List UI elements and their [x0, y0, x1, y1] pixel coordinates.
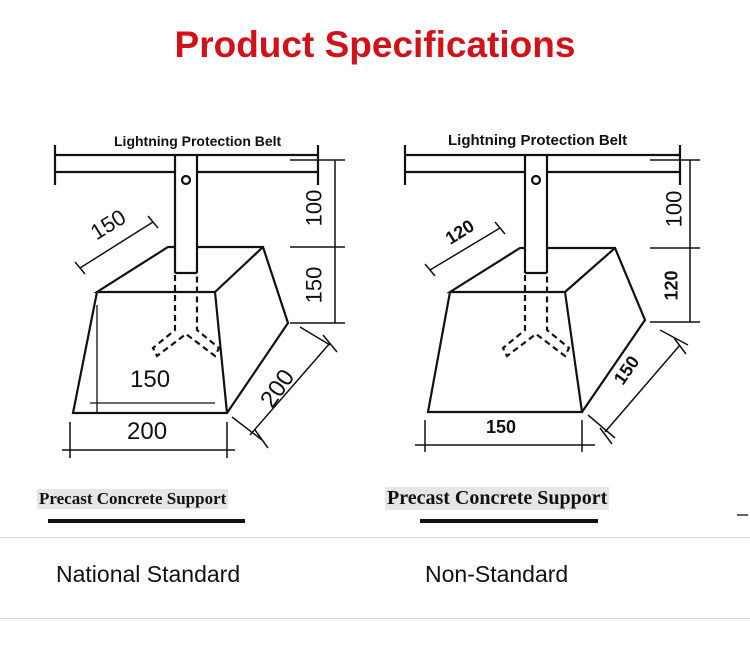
dim-bottom-width: 150 — [486, 417, 517, 437]
post — [173, 155, 199, 275]
concrete-block — [71, 245, 290, 415]
belt-label: Lightning Protection Belt — [114, 133, 282, 149]
post-hole — [530, 174, 542, 186]
post-hole — [180, 174, 192, 186]
standard-label: Non-Standard — [425, 561, 569, 587]
caption: Precast Concrete Support — [385, 487, 610, 510]
divider — [0, 618, 750, 619]
belt-beam — [403, 145, 682, 185]
belt-beam — [53, 145, 320, 185]
page-title: Product Specifications — [174, 24, 576, 65]
non-standard-diagram — [403, 145, 700, 452]
concrete-block — [426, 246, 647, 414]
dimension-lines — [415, 159, 700, 452]
dim-bottom-width: 200 — [127, 418, 168, 445]
anchor-dashed — [151, 275, 221, 358]
divider — [0, 537, 750, 538]
dim-block-height: 150 — [301, 266, 327, 304]
national-standard-diagram — [53, 145, 345, 458]
dim-top-width: 150 — [130, 366, 171, 393]
caption: Precast Concrete Support — [37, 489, 229, 509]
anchor-dashed — [501, 275, 571, 358]
dim-post-height: 100 — [301, 189, 327, 227]
dim-post-height: 100 — [661, 190, 687, 228]
post — [523, 155, 549, 275]
dim-block-height: 120 — [661, 270, 682, 301]
standard-label: National Standard — [56, 561, 241, 587]
belt-label: Lightning Protection Belt — [448, 132, 628, 149]
dimension-lines — [62, 159, 345, 458]
